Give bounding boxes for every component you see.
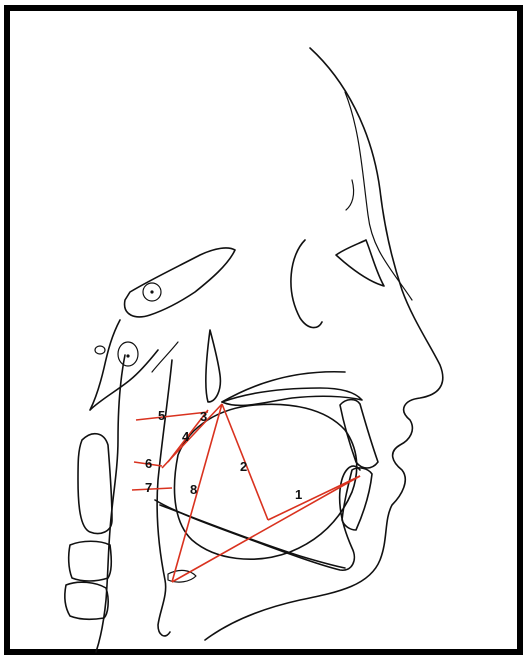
cervical-vertebra-c3	[69, 541, 112, 581]
face-profile-outline	[205, 48, 443, 640]
measurement-line-5	[136, 412, 208, 420]
label-2: 2	[240, 459, 247, 474]
nasal-bridge-line	[345, 92, 412, 300]
tongue-outline	[174, 404, 356, 559]
figure-frame	[7, 8, 520, 652]
soft-palate-outline	[206, 330, 221, 402]
measurement-lines	[132, 404, 360, 582]
articulare-region	[118, 342, 138, 366]
upper-incisor	[340, 400, 378, 468]
label-7: 7	[145, 480, 152, 495]
label-1: 1	[295, 487, 302, 502]
label-3: 3	[200, 409, 207, 424]
label-6: 6	[145, 456, 152, 471]
cranial-base-outline	[125, 248, 235, 317]
cervical-vertebra-c2	[78, 434, 112, 534]
sella-point	[150, 290, 153, 293]
maxilla-lower-border	[222, 372, 345, 402]
label-5: 5	[158, 408, 165, 423]
orbital-rim	[291, 240, 322, 328]
ear-canal	[95, 346, 105, 354]
condyle-point	[126, 354, 129, 357]
nasal-ala-outline	[346, 180, 354, 210]
oropharynx-outline	[157, 360, 172, 636]
posterior-pharyngeal-wall	[96, 355, 125, 652]
cervical-vertebra-c4	[65, 582, 108, 619]
pterygoid-plate	[152, 342, 178, 372]
label-4: 4	[182, 429, 190, 444]
label-8: 8	[190, 482, 197, 497]
mandible-outline	[155, 466, 360, 570]
measurement-line-1b	[172, 476, 360, 582]
